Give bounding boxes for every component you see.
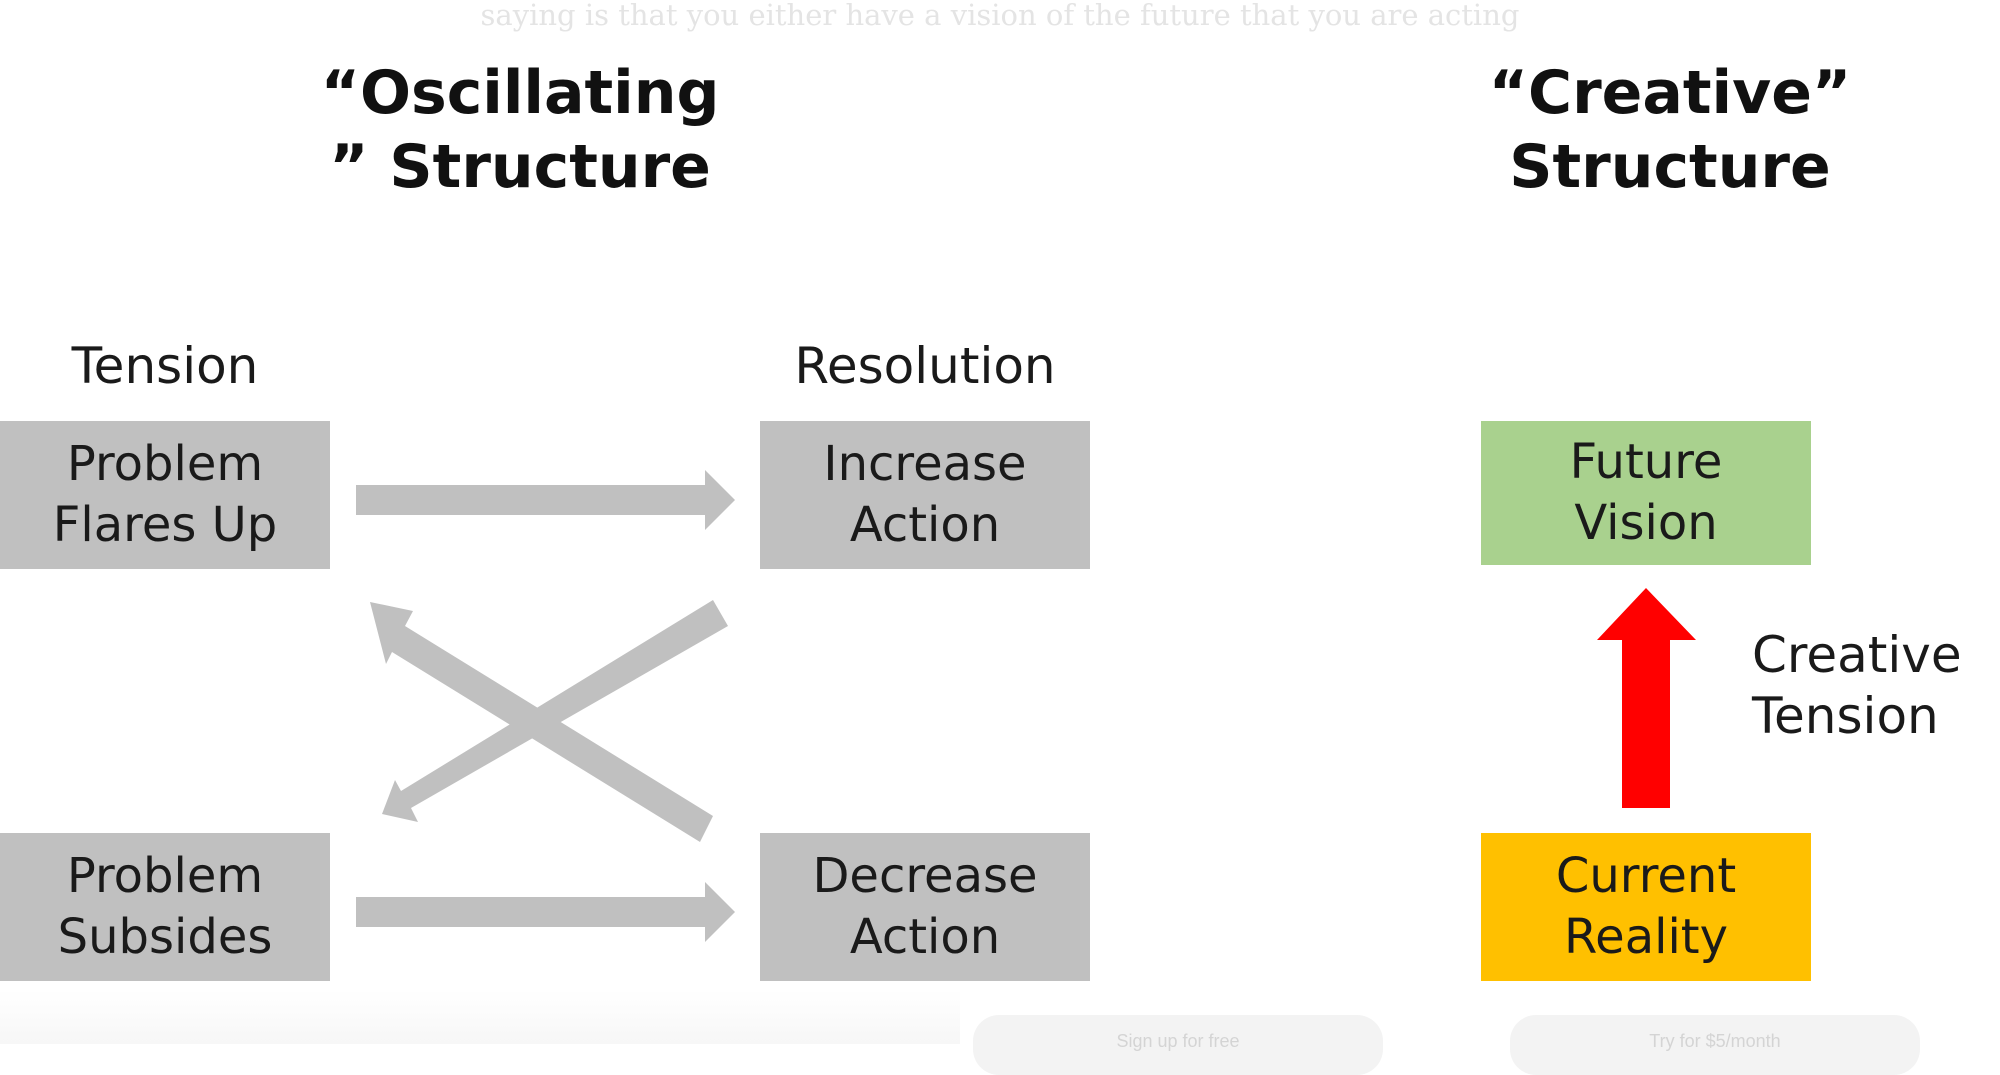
box-line: Future	[1569, 434, 1723, 490]
decrease-action-box: Decrease Action	[760, 833, 1090, 981]
decrease-to-flare-arrow	[370, 602, 713, 842]
box-line: Problem	[66, 848, 264, 904]
creative-tension-line-2: Tension	[1752, 687, 1939, 745]
box-line: Current	[1555, 848, 1737, 904]
creative-tension-arrow	[1597, 588, 1696, 808]
box-line: Increase	[823, 436, 1027, 492]
box-line: Vision	[1574, 495, 1718, 551]
subside-to-decrease-arrow	[356, 882, 735, 942]
oscillating-heading-line-1: “Oscillating	[320, 58, 720, 128]
increase-to-subside-arrow	[382, 600, 728, 822]
current-reality-box: Current Reality	[1481, 833, 1811, 981]
flare-to-increase-arrow	[356, 470, 735, 530]
creative-heading-line-1: “Creative”	[1488, 58, 1852, 128]
background-transcript-text: saying is that you either have a vision …	[480, 0, 1520, 32]
diagram-arrows	[356, 470, 1696, 942]
creative-heading-line-2: Structure	[1509, 132, 1831, 202]
creative-tension-line-1: Creative	[1752, 626, 1962, 684]
future-vision-box: Future Vision	[1481, 421, 1811, 565]
box-line: Problem	[66, 436, 264, 492]
signup-button[interactable]: Sign up for free	[973, 1015, 1383, 1075]
box-line: Action	[849, 909, 1001, 965]
creative-structure-heading: “Creative” Structure	[1470, 56, 1870, 204]
problem-subsides-box: Problem Subsides	[0, 833, 330, 981]
box-line: Action	[849, 497, 1001, 553]
trial-button[interactable]: Try for $5/month	[1510, 1015, 1920, 1075]
tension-column-label: Tension	[71, 337, 259, 395]
box-line: Subsides	[57, 909, 273, 965]
problem-flares-up-box: Problem Flares Up	[0, 421, 330, 569]
oscillating-heading-line-2: ” Structure	[329, 132, 711, 202]
resolution-column-label: Resolution	[794, 337, 1056, 395]
box-line: Decrease	[812, 848, 1038, 904]
oscillating-structure-heading: “Oscillating ” Structure	[290, 56, 750, 204]
creative-tension-label: Creative Tension	[1752, 625, 1962, 747]
bottom-fade-overlay	[0, 990, 960, 1044]
box-line: Reality	[1563, 909, 1729, 965]
box-line: Flares Up	[52, 497, 278, 553]
increase-action-box: Increase Action	[760, 421, 1090, 569]
